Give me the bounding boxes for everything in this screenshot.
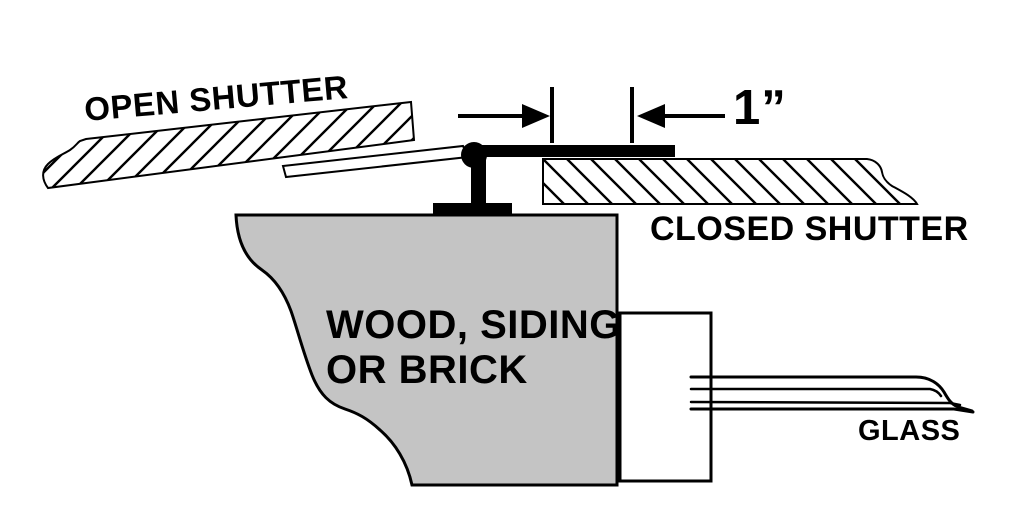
hinge-base-plate <box>433 203 512 216</box>
dimension-witness-lines <box>550 87 634 143</box>
glass-label: GLASS <box>858 415 961 447</box>
wall-material-line2: OR BRICK <box>326 348 528 392</box>
closed-shutter-label: CLOSED SHUTTER <box>650 210 969 248</box>
dimension-arrows <box>458 104 725 128</box>
wall-material-line1: WOOD, SIDING <box>326 303 621 347</box>
hinge-pivot <box>461 142 487 168</box>
dimension-label: 1” <box>733 81 787 135</box>
glass-pane <box>689 375 975 414</box>
wall-section <box>234 213 619 487</box>
mounting-rail <box>470 145 675 157</box>
open-shutter-panel <box>42 100 416 190</box>
wall-material-label: WOOD, SIDING OR BRICK <box>326 303 621 393</box>
hinge-post <box>471 160 486 205</box>
closed-shutter-panel <box>542 158 919 205</box>
window-frame <box>618 311 713 483</box>
